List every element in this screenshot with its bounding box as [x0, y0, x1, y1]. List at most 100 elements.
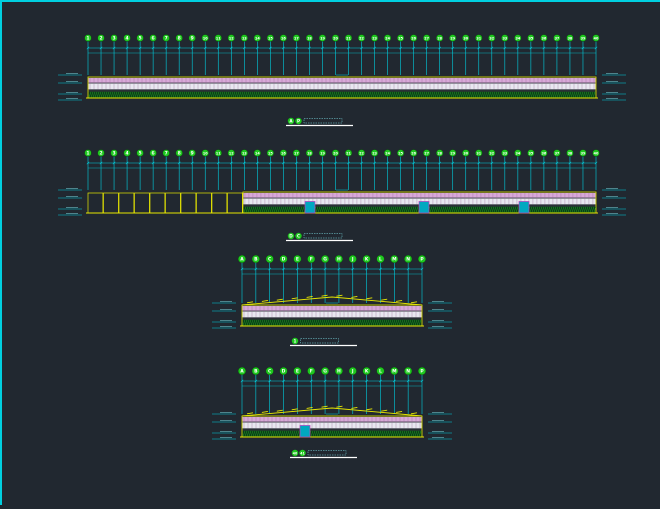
- base-hatch-line: [272, 319, 276, 326]
- base-hatch-line: [446, 91, 450, 98]
- base-hatch-line: [410, 319, 414, 326]
- grid-bubble: [436, 34, 444, 42]
- base-hatch-line: [550, 91, 554, 98]
- grid-bubble-label: 20: [333, 152, 338, 156]
- base-hatch-line: [414, 91, 418, 98]
- roof-ridge-dash: [381, 298, 388, 301]
- base-hatch-line: [368, 91, 372, 98]
- grid-bubble: [376, 367, 385, 376]
- base-hatch-line: [317, 206, 321, 213]
- base-hatch-line: [404, 319, 408, 326]
- base-hatch-line: [395, 206, 399, 213]
- base-hatch-line: [248, 319, 252, 326]
- base-hatch-line: [276, 430, 280, 437]
- base-hatch-line: [404, 91, 408, 98]
- grid-bubble: [334, 254, 343, 263]
- grid-bubble-label: M: [392, 257, 397, 263]
- grid-bubble-label: 39: [581, 152, 586, 156]
- base-hatch-line: [244, 91, 248, 98]
- base-hatch-line: [322, 91, 326, 98]
- base-hatch-line: [491, 206, 495, 213]
- base-hatch-line: [256, 319, 260, 326]
- base-hatch-line: [552, 91, 556, 98]
- base-hatch-line: [375, 206, 379, 213]
- base-hatch-line: [274, 91, 278, 98]
- base-hatch-line: [478, 91, 482, 98]
- base-hatch-line: [344, 91, 348, 98]
- base-hatch-line: [426, 91, 430, 98]
- base-hatch-line: [362, 319, 366, 326]
- grid-bubble-label: 36: [542, 152, 547, 156]
- base-hatch-line: [350, 91, 354, 98]
- base-hatch-line: [475, 206, 479, 213]
- base-hatch-line: [538, 91, 542, 98]
- dimension-tick: [379, 267, 382, 271]
- grid-bubble-label: 31: [476, 37, 481, 41]
- base-hatch-line: [380, 319, 384, 326]
- base-hatch-line: [337, 206, 341, 213]
- base-hatch-line: [577, 206, 581, 213]
- grid-bubble-label: 28: [437, 152, 442, 156]
- base-hatch-line: [226, 91, 230, 98]
- base-hatch-line: [412, 430, 416, 437]
- base-hatch-line: [130, 91, 134, 98]
- base-hatch-line: [510, 91, 514, 98]
- dimension-tick: [438, 46, 442, 50]
- base-hatch-line: [406, 319, 410, 326]
- dimension-tick: [164, 161, 168, 165]
- base-hatch-line: [154, 91, 158, 98]
- base-hatch-line: [114, 91, 118, 98]
- base-hatch-line: [428, 91, 432, 98]
- dimension-tick: [406, 379, 410, 383]
- base-hatch-line: [388, 430, 392, 437]
- dimension-tick: [112, 161, 116, 165]
- roof-outline: [241, 407, 423, 417]
- base-hatch-line: [509, 206, 513, 213]
- base-hatch-line: [368, 319, 372, 326]
- dimension-tick: [425, 161, 429, 165]
- base-hatch-line: [418, 430, 422, 437]
- grid-bubble-label: 33: [502, 37, 507, 41]
- grid-axis-L: L: [376, 367, 385, 414]
- grid-axis-38: 38: [566, 149, 574, 190]
- base-hatch-line: [524, 91, 528, 98]
- grid-bubble: [279, 367, 288, 376]
- base-hatch-line: [398, 430, 402, 437]
- dimension-tick: [151, 46, 155, 50]
- grid-bubble: [566, 34, 574, 42]
- grid-bubble-label: 12: [229, 37, 234, 41]
- grid-axis-K: K: [362, 254, 371, 303]
- grid-axis-10: 10: [201, 149, 209, 190]
- base-hatch-line: [414, 430, 418, 437]
- grid-bubble-label: 39: [581, 37, 586, 41]
- base-hatch-line: [384, 91, 388, 98]
- grid-bubble: [201, 149, 209, 157]
- grid-bubble-label: 33: [502, 152, 507, 156]
- grid-bubble-label: 22: [359, 37, 364, 41]
- base-hatch-line: [192, 91, 196, 98]
- base-hatch-line: [243, 206, 247, 213]
- base-hatch-line: [263, 206, 267, 213]
- base-hatch-line: [539, 206, 543, 213]
- base-hatch-line: [374, 319, 378, 326]
- base-hatch-line: [270, 91, 274, 98]
- grid-axis-14: 14: [253, 34, 261, 75]
- base-hatch-line: [160, 91, 164, 98]
- grid-bubble-label: K: [365, 257, 369, 263]
- base-hatch-line: [346, 430, 350, 437]
- grid-bubble: [266, 149, 274, 157]
- base-hatch-line: [344, 430, 348, 437]
- base-hatch-line: [401, 206, 405, 213]
- base-hatch-line: [451, 206, 455, 213]
- dimension-tick: [321, 161, 324, 165]
- base-hatch-line: [284, 430, 288, 437]
- grid-bubble-label: 18: [307, 37, 312, 41]
- base-hatch-line: [477, 206, 481, 213]
- base-hatch-line: [468, 91, 472, 98]
- dimension-tick: [254, 267, 258, 271]
- grid-axis-20: 20: [331, 34, 340, 75]
- grid-axis-3: 3: [110, 149, 118, 190]
